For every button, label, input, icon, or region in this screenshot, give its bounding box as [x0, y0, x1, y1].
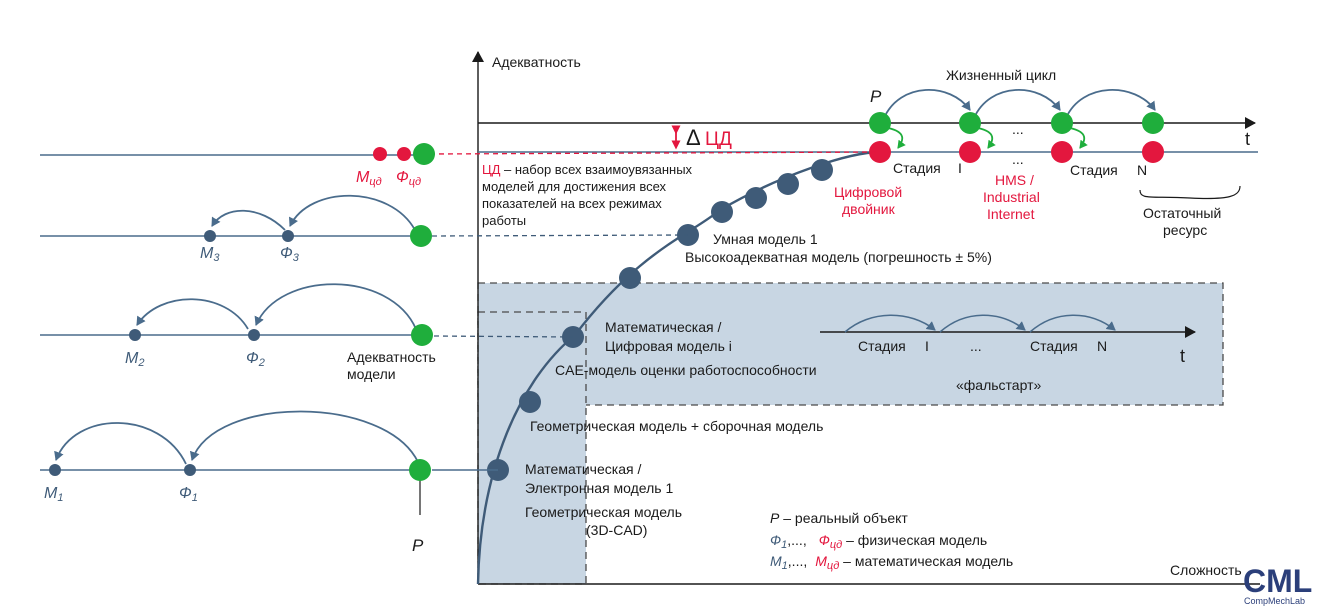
smart-model-label: Умная модель 1: [713, 231, 818, 247]
residual-label-1: Остаточный: [1143, 205, 1221, 221]
f1-label: Ф1: [179, 485, 198, 504]
top-dots-2: ...: [1012, 151, 1024, 167]
top-dots: ...: [1012, 121, 1024, 137]
f3-dot: [282, 230, 294, 242]
stage-dot: [1051, 112, 1073, 134]
falstart-label: «фальстарт»: [956, 377, 1041, 393]
cd-definition-line3: показателей на всех режимах: [482, 196, 662, 211]
lifecycle-top: [869, 89, 1241, 200]
digital-twin-label-2: двойник: [842, 201, 896, 217]
m3-label: M3: [200, 245, 220, 264]
box-stage1-label: Стадия: [858, 338, 906, 354]
m1-dot: [49, 464, 61, 476]
legend-p: P – реальный объект: [770, 510, 908, 526]
top-stage1-label: Стадия: [893, 160, 941, 176]
box-dots: ...: [970, 338, 982, 354]
legend-f: Ф1,...,Фцд – физическая модель: [770, 532, 987, 551]
e-model-label: Электронная модель 1: [525, 480, 673, 496]
curve-dot: [745, 187, 767, 209]
p-dot: [413, 143, 435, 165]
digital-twin-label-1: Цифровой: [834, 184, 902, 200]
adequacy-model-label-1: Адекватность: [347, 349, 436, 365]
box-t-label: t: [1180, 346, 1185, 366]
top-stageN-num: N: [1137, 162, 1147, 178]
delta-sub: ЦД: [705, 129, 732, 150]
f2-dot: [248, 329, 260, 341]
curve-dot: [777, 173, 799, 195]
curve-dot: [711, 201, 733, 223]
m2-label: M2: [125, 350, 144, 369]
cml-logo: CML: [1243, 563, 1312, 599]
left-dots: [49, 143, 435, 481]
left-arcs: [54, 194, 419, 465]
curve-dot: [519, 391, 541, 413]
box-stage1-num: I: [925, 338, 929, 354]
geom3d-label-1: Геометрическая модель: [525, 504, 682, 520]
curve-dot: [811, 159, 833, 181]
math-model-label-1: Математическая /: [605, 319, 721, 335]
twin-dot: [959, 141, 981, 163]
hms-label-2: Industrial: [983, 189, 1040, 205]
f3-label: Ф3: [280, 245, 300, 264]
cd-term: ЦД: [482, 162, 501, 177]
residual-label-2: ресурс: [1163, 222, 1207, 238]
physical-object-dot: [869, 112, 891, 134]
stage-dot: [959, 112, 981, 134]
f2-label: Ф2: [246, 350, 265, 369]
cd-definition-line1: ЦД – набор всех взаимоувязанных: [482, 162, 693, 177]
geom3d-label-2: (3D-CAD): [586, 522, 647, 538]
high-adequacy-label: Высокоадекватная модель (погрешность ± 5…: [685, 249, 992, 265]
box-stage-axis: [820, 314, 1196, 338]
delta-symbol: Δ: [686, 125, 701, 150]
lifecycle-label: Жизненный цикл: [946, 67, 1056, 83]
cd-definition-line4: работы: [482, 213, 526, 228]
e-math-label: Математическая /: [525, 461, 641, 477]
geom-asm-label: Геометрическая модель + сборочная модель: [530, 418, 823, 434]
p-dot: [409, 459, 431, 481]
curve-dot: [619, 267, 641, 289]
legend-m: М1,...,Мцд – математическая модель: [770, 553, 1013, 572]
cd-def-text: – набор всех взаимоувязанных: [500, 162, 692, 177]
f-cd-dot: [397, 147, 411, 161]
top-p-label: P: [870, 87, 882, 106]
t-top-label: t: [1245, 129, 1250, 149]
cd-definition-line2: моделей для достижения всех: [482, 179, 667, 194]
stage-dot: [1142, 112, 1164, 134]
y-axis-label: Адекватность: [492, 54, 581, 70]
adequacy-model-label-2: модели: [347, 366, 396, 382]
hms-label-3: Internet: [987, 206, 1035, 222]
f1-dot: [184, 464, 196, 476]
twin-dot: [1142, 141, 1164, 163]
bottom-p-label: P: [412, 536, 424, 555]
cae-model-label: CAE-модель оценки работоспособности: [555, 362, 817, 378]
top-stage1-num: I: [958, 160, 962, 176]
m3-dot: [204, 230, 216, 242]
cml-logo-sub: CompMechLab: [1244, 596, 1305, 606]
m-cd-label: Мцд: [356, 169, 382, 188]
twin-dot: [1051, 141, 1073, 163]
m1-label: M1: [44, 485, 63, 504]
falstart-region: [477, 282, 1224, 585]
box-stageN-num: N: [1097, 338, 1107, 354]
f-cd-label: Фцд: [396, 169, 421, 188]
left-lines: [40, 151, 881, 515]
math-model-label-2: Цифровая модель i: [605, 338, 732, 354]
box-stageN-label: Стадия: [1030, 338, 1078, 354]
p-dot: [411, 324, 433, 346]
m-cd-dot: [373, 147, 387, 161]
adequacy-curve: [476, 150, 881, 585]
top-stageN-label: Стадия: [1070, 162, 1118, 178]
m2-dot: [129, 329, 141, 341]
x-axis-label: Сложность: [1170, 562, 1242, 578]
hms-label-1: HMS /: [995, 172, 1034, 188]
p-dot: [410, 225, 432, 247]
